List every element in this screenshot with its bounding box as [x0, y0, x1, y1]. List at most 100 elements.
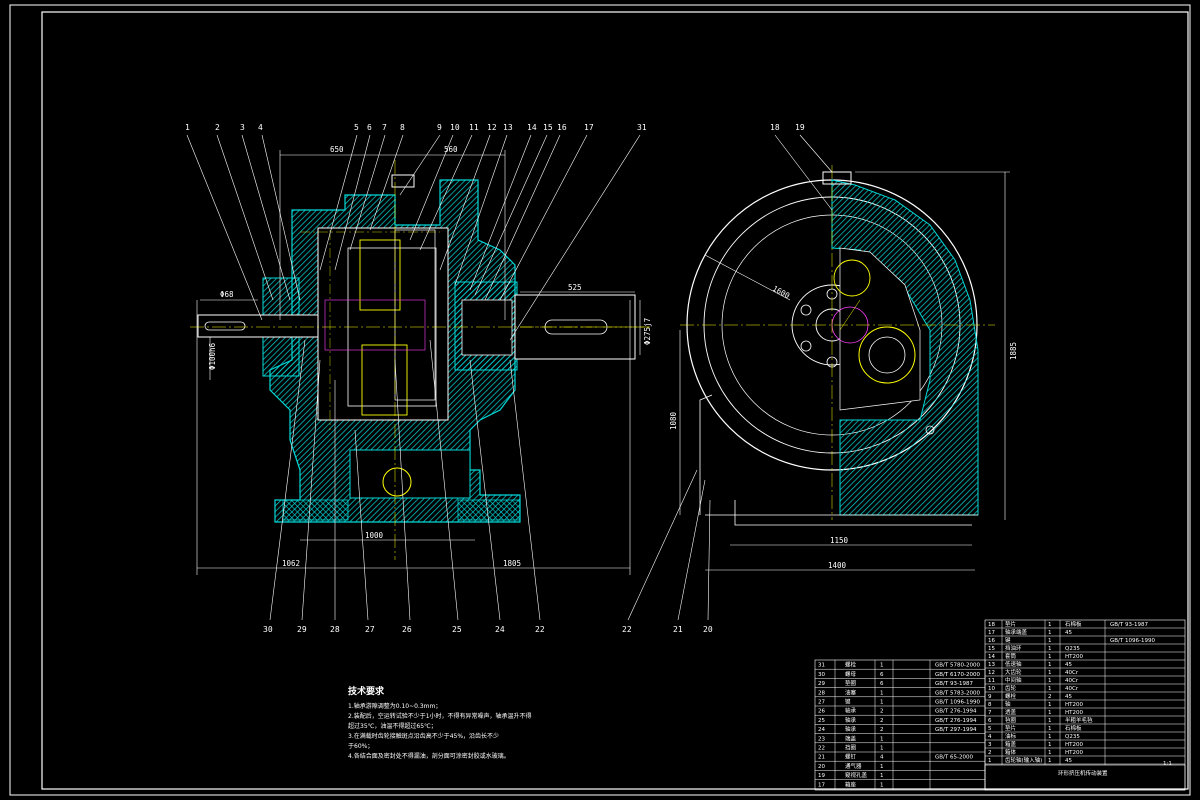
bom-item-name: 中间轴 [1005, 676, 1022, 684]
balloon-number: 12 [487, 123, 497, 132]
bom-item-no: 12 [988, 670, 995, 676]
note-line: 4.各结合面及密封处不得漏油，剖分面可涂密封胶或水玻璃。 [348, 752, 510, 760]
bom-item-no: 3 [988, 742, 992, 748]
bom-item-no: 9 [988, 694, 992, 700]
bom-item-qty: 1 [880, 746, 884, 752]
bom-item-no: 25 [818, 718, 825, 724]
bom-item-no: 6 [988, 718, 992, 724]
bom-item-qty: 1 [1048, 742, 1052, 748]
bom-item-material: 石棉板 [1065, 620, 1082, 628]
bom-item-no: 19 [818, 773, 825, 779]
bom-item-material: 45 [1065, 630, 1072, 636]
bom-item-qty: 2 [880, 718, 884, 724]
bom-item-no: 2 [988, 750, 992, 756]
note-line: 3.在满载时齿轮接触斑点沿齿高不少于45%，沿齿长不少 [348, 732, 499, 740]
bom-item-no: 13 [988, 662, 995, 668]
balloon-number: 4 [258, 123, 263, 132]
bom-item-no: 26 [818, 709, 825, 715]
bom-item-material: HT200 [1065, 702, 1083, 708]
bom-item-qty: 1 [880, 700, 884, 706]
drain-hole [382, 467, 412, 497]
bom-item-no: 4 [988, 734, 992, 740]
bom-item-no: 17 [988, 630, 995, 636]
bom-item-qty: 1 [880, 690, 884, 696]
bom-item-name: 油标 [1005, 732, 1017, 740]
bom-item-name: 垫片 [1005, 620, 1016, 628]
bom-item-qty: 1 [1048, 630, 1052, 636]
bom-item-qty: 2 [880, 709, 884, 715]
bom-item-name: 垫圈 [845, 679, 857, 687]
breather-side [822, 171, 852, 185]
dim-1080: 1080 [669, 411, 678, 430]
bom-item-qty: 1 [1048, 726, 1052, 732]
bom-item-name: 齿轮 [1005, 684, 1017, 692]
bom-item-no: 15 [988, 646, 995, 652]
bom-item-qty: 1 [880, 736, 884, 742]
bom-item-name: 箱体 [1005, 748, 1017, 756]
bom-item-name: 通气器 [845, 762, 862, 770]
bom-item-no: 24 [818, 727, 825, 733]
balloon-number: 15 [543, 123, 553, 132]
bom-item-standard: GB/T 93-1987 [1110, 622, 1148, 628]
balloon-number: 14 [527, 123, 537, 132]
balloon-number: 2 [215, 123, 220, 132]
bom-item-material: 45 [1065, 662, 1072, 668]
balloon-number: 29 [297, 625, 307, 634]
bom-item-qty: 1 [880, 663, 884, 669]
bom-item-no: 1 [988, 758, 992, 764]
bom-item-qty: 1 [880, 764, 884, 770]
bom-item-qty: 1 [1048, 686, 1052, 692]
bom-item-name: 端盖 [845, 734, 857, 742]
bom-item-qty: 1 [1048, 758, 1052, 764]
bom-item-name: 螺钉 [845, 753, 857, 761]
dim-868: Φ68 [220, 290, 234, 299]
bom-item-name: 轴承 [845, 725, 857, 733]
dim-1400: 1400 [828, 561, 847, 570]
bom-item-qty: 1 [1048, 678, 1052, 684]
bom-item-material: HT200 [1065, 710, 1083, 716]
bom-item-name: 螺母 [845, 670, 857, 678]
title-block-scale: 1:1 [1163, 761, 1172, 767]
dim-1600: 1600 [771, 284, 792, 301]
bom-item-qty: 6 [880, 681, 884, 687]
balloon-number: 18 [770, 123, 780, 132]
dim-1062: 1062 [282, 559, 300, 568]
balloon-number: 17 [584, 123, 594, 132]
dim-525: 525 [568, 283, 582, 292]
balloon-number: 22 [535, 625, 545, 634]
dim-1150: 1150 [830, 536, 849, 545]
note-line: 于60%； [348, 743, 373, 750]
bom-item-qty: 1 [1048, 646, 1052, 652]
bom-item-no: 20 [818, 764, 825, 770]
bom-item-material: HT200 [1065, 750, 1083, 756]
bom-item-standard: GB/T 276-1994 [935, 718, 977, 724]
bom-item-name: 低速轴 [1005, 660, 1022, 668]
bom-item-qty: 2 [880, 727, 884, 733]
bom-item-no: 8 [988, 702, 992, 708]
bom-item-material: 半粗羊毛毡 [1065, 716, 1093, 724]
bom-item-qty: 1 [1048, 710, 1052, 716]
bom-item-no: 31 [818, 663, 825, 669]
balloon-number: 27 [365, 625, 375, 634]
bom-item-no: 23 [818, 736, 825, 742]
bom-item-material: 40Cr [1065, 686, 1079, 692]
bom-item-qty: 1 [1048, 734, 1052, 740]
bom-item-standard: GB/T 5780-2000 [935, 663, 980, 669]
bom-item-material: 石棉板 [1065, 724, 1082, 732]
balloon-number: 6 [367, 123, 372, 132]
dimensions-front [196, 150, 641, 575]
leaders-top [186, 134, 641, 341]
balloon-number: 11 [469, 123, 479, 132]
note-line: 1.轴承游隙调整为0.10~0.3mm； [348, 702, 441, 710]
note-line: 2.装配后，空运转试验不少于1小时，不得有异常噪声，轴承温升不得 [348, 712, 532, 720]
bom-item-standard: GB/T 5783-2000 [935, 690, 980, 696]
bom-item-name: 套筒 [1005, 652, 1017, 660]
bom-item-qty: 1 [1048, 654, 1052, 660]
bom-item-no: 7 [988, 710, 992, 716]
bom-item-qty: 1 [1048, 718, 1052, 724]
bom-item-name: 轴承 [845, 716, 857, 724]
dim-560: 560 [444, 145, 458, 154]
